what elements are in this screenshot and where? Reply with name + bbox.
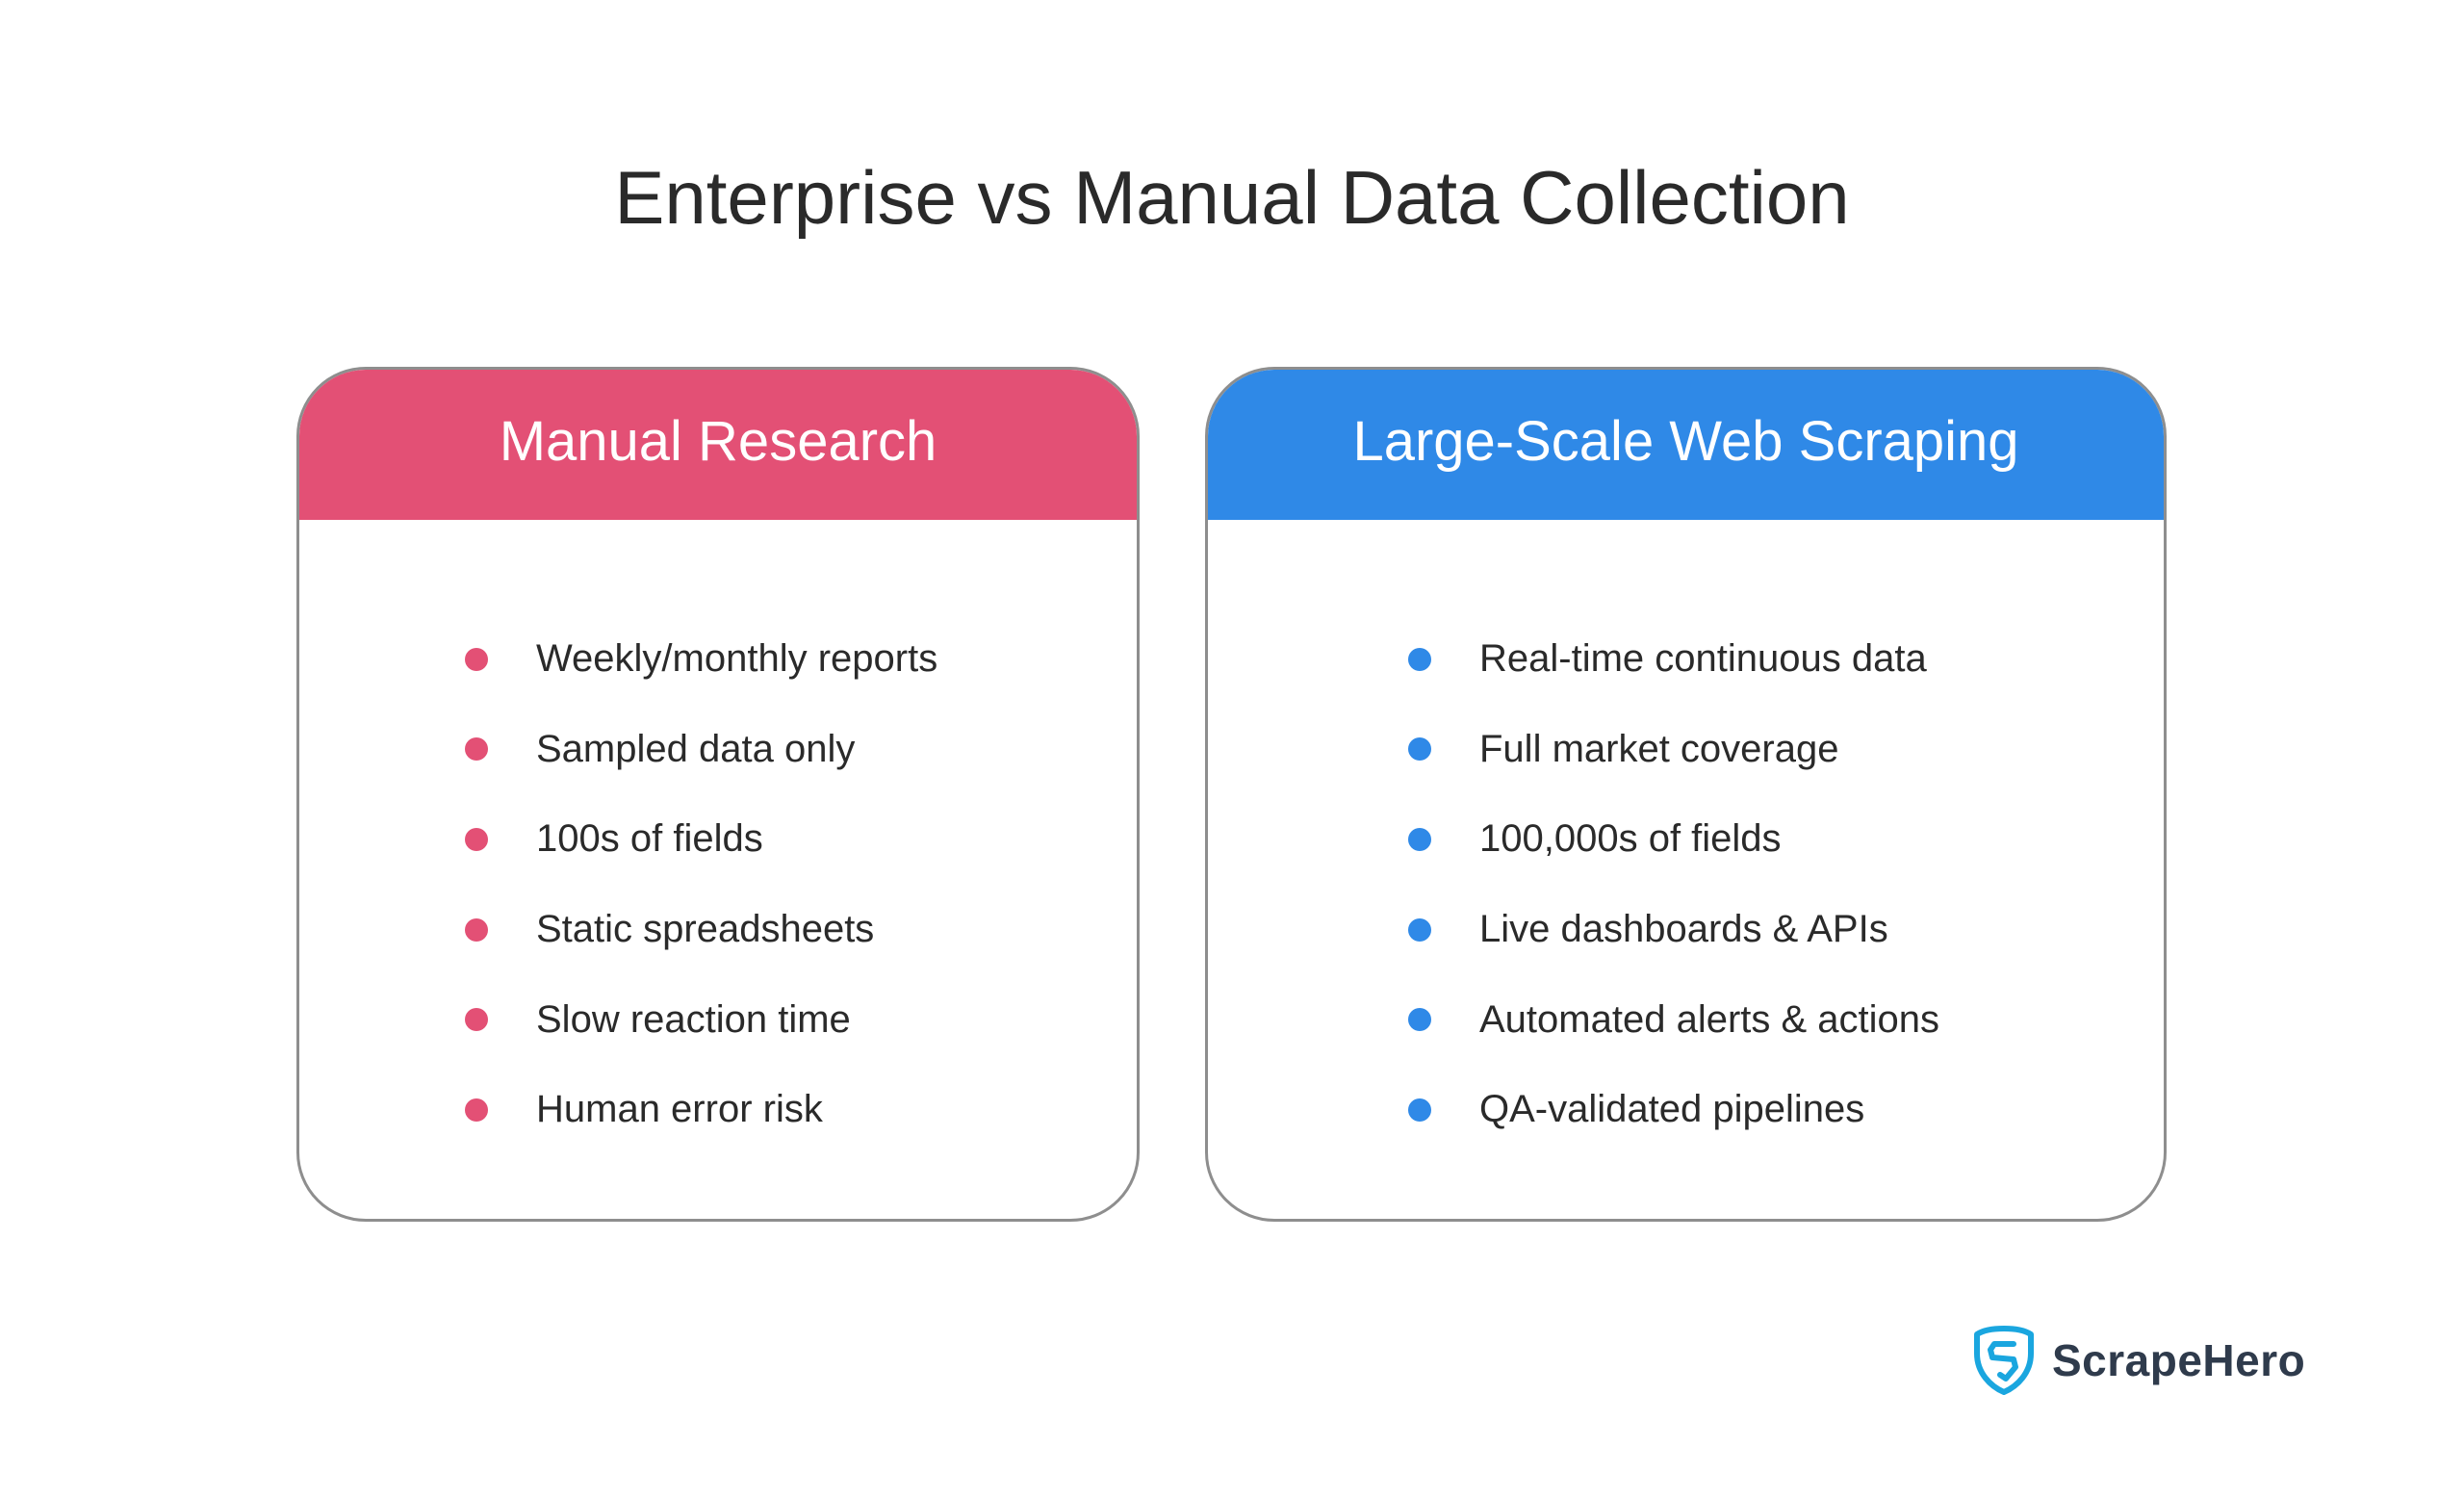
bullet-dot-icon — [1408, 1098, 1431, 1122]
web-scraping-card: Large-Scale Web Scraping Real-time conti… — [1205, 367, 2167, 1222]
bullet-dot-icon — [1408, 917, 1431, 942]
list-item: Automated alerts & actions — [1408, 974, 1939, 1065]
list-item-label: Live dashboards & APIs — [1479, 908, 1888, 951]
list-item-label: Weekly/monthly reports — [536, 637, 938, 681]
bullet-dot-icon — [465, 737, 488, 762]
list-item-label: Static spreadsheets — [536, 908, 875, 951]
list-item-label: Automated alerts & actions — [1479, 997, 1940, 1041]
list-item: Slow reaction time — [465, 974, 937, 1065]
list-item-label: Sampled data only — [536, 727, 856, 770]
bullet-dot-icon — [465, 827, 488, 851]
list-item: Weekly/monthly reports — [465, 614, 937, 705]
web-scraping-list: Real-time continuous data Full market co… — [1408, 614, 1939, 1155]
list-item-label: Human error risk — [536, 1088, 823, 1131]
list-item-label: Slow reaction time — [536, 997, 851, 1041]
list-item: Static spreadsheets — [465, 885, 937, 975]
bullet-dot-icon — [465, 1008, 488, 1032]
card-heading: Manual Research — [299, 370, 1137, 520]
list-item-label: Real-time continuous data — [1479, 637, 1927, 681]
list-item: 100,000s of fields — [1408, 794, 1939, 885]
scrapehero-logo: ScrapeHero — [1971, 1325, 2305, 1396]
bullet-dot-icon — [1408, 1008, 1431, 1032]
list-item-label: Full market coverage — [1479, 727, 1839, 770]
list-item: 100s of fields — [465, 794, 937, 885]
shield-s-icon — [1971, 1325, 2037, 1396]
page-title: Enterprise vs Manual Data Collection — [614, 155, 1850, 240]
list-item: Live dashboards & APIs — [1408, 885, 1939, 975]
list-item: Full market coverage — [1408, 705, 1939, 795]
list-item: Human error risk — [465, 1065, 937, 1155]
manual-research-list: Weekly/monthly reports Sampled data only… — [465, 614, 937, 1155]
bullet-dot-icon — [1408, 827, 1431, 851]
bullet-dot-icon — [465, 1098, 488, 1122]
logo-text: ScrapeHero — [2052, 1335, 2306, 1385]
manual-research-card: Manual Research Weekly/monthly reports S… — [296, 367, 1140, 1222]
list-item-label: 100,000s of fields — [1479, 817, 1782, 861]
bullet-dot-icon — [465, 647, 488, 671]
list-item: Sampled data only — [465, 705, 937, 795]
bullet-dot-icon — [1408, 737, 1431, 762]
bullet-dot-icon — [1408, 647, 1431, 671]
list-item: Real-time continuous data — [1408, 614, 1939, 705]
list-item: QA-validated pipelines — [1408, 1065, 1939, 1155]
bullet-dot-icon — [465, 917, 488, 942]
list-item-label: 100s of fields — [536, 817, 763, 861]
card-heading: Large-Scale Web Scraping — [1208, 370, 2164, 520]
list-item-label: QA-validated pipelines — [1479, 1088, 1865, 1131]
